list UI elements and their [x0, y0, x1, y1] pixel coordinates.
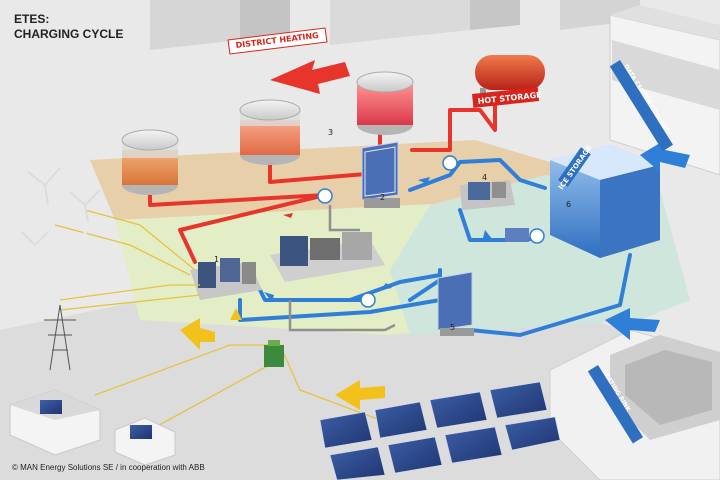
component-number-5: 5	[450, 323, 455, 332]
transmission-tower	[44, 304, 76, 371]
storage-tank-2	[239, 99, 301, 165]
valve-cold-bottom	[360, 292, 376, 308]
cold-pump-unit	[505, 228, 529, 242]
data-center-building	[609, 5, 720, 176]
component-numbers: 1 2 3 4 5 6	[214, 128, 571, 332]
transformer	[264, 340, 284, 367]
grey-pipes	[288, 205, 396, 332]
component-number-6: 6	[566, 200, 571, 209]
hot-storage-label: HOT STORAGE	[471, 87, 542, 108]
data-center-arrow	[640, 140, 690, 172]
stadium-building	[549, 329, 720, 480]
solar-field	[319, 381, 561, 480]
house-2	[114, 417, 176, 466]
pump-unit-4	[460, 180, 515, 210]
power-arrow-up	[230, 308, 242, 320]
copyright-notice: © MAN Energy Solutions SE / in cooperati…	[12, 463, 205, 472]
storage-tank-3	[356, 71, 414, 135]
heat-exchanger-5	[437, 271, 474, 336]
district-heating-arrow	[270, 60, 350, 94]
title-line-1: ETES:	[14, 12, 50, 26]
compressor-unit-1	[190, 258, 262, 300]
cold-pipes	[238, 158, 632, 337]
house-1	[9, 389, 101, 456]
valve-cold-top	[442, 155, 458, 171]
title-line-2: CHARGING CYCLE	[14, 27, 124, 41]
flow-arrows	[264, 177, 493, 302]
valve-hot	[317, 188, 333, 204]
valves	[317, 155, 545, 308]
component-number-2: 2	[380, 193, 385, 202]
power-lines	[54, 209, 381, 431]
diagram-title: ETES: CHARGING CYCLE	[14, 12, 123, 42]
wind-turbines	[21, 167, 101, 295]
component-number-4: 4	[482, 173, 487, 182]
stadium-arrow	[605, 308, 660, 340]
power-arrow-solar	[335, 380, 385, 410]
valve-cold-right	[529, 228, 545, 244]
component-number-1: 1	[214, 255, 219, 264]
turbine-assembly	[270, 232, 385, 282]
component-number-3: 3	[328, 128, 333, 137]
heat-exchanger-2	[361, 141, 400, 208]
power-arrow-left	[180, 318, 215, 350]
storage-tank-1	[121, 129, 179, 195]
